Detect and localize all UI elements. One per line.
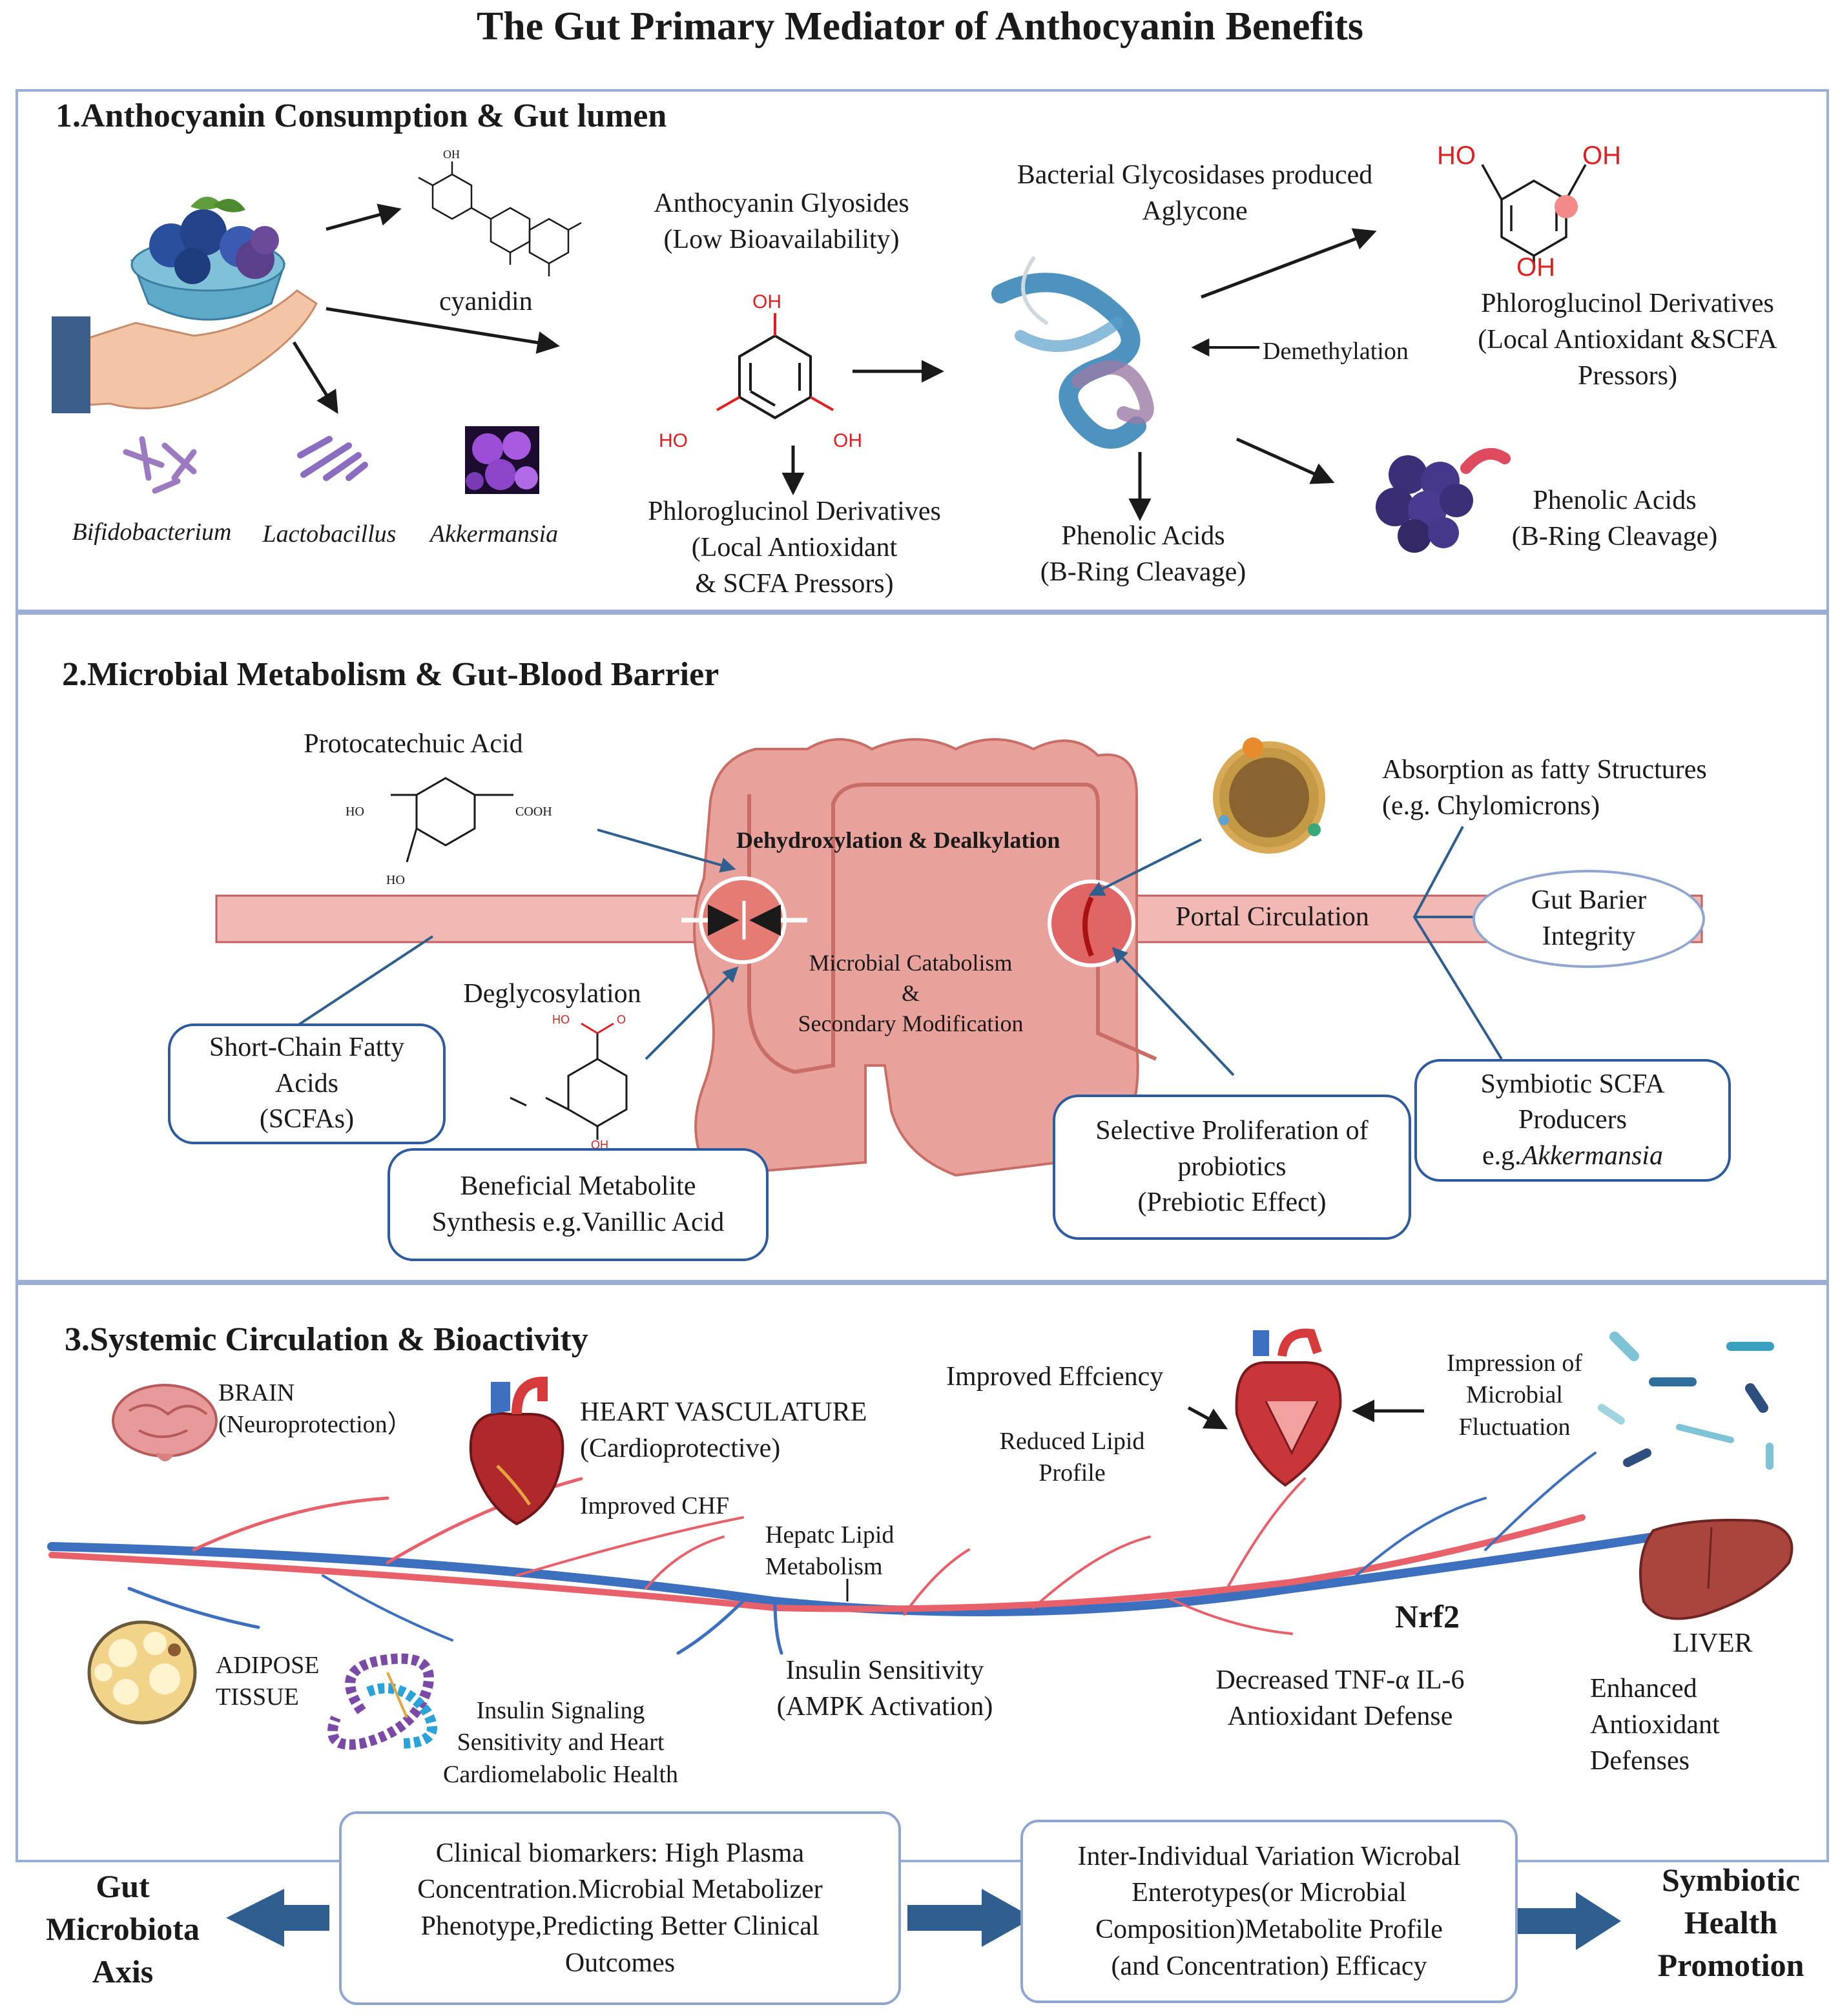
protein-icon: [991, 256, 1154, 449]
chylomicron-icon: [1213, 737, 1325, 854]
liver-label: LIVER: [1673, 1629, 1753, 1658]
vanillic-structure: [510, 1022, 628, 1140]
cyanidin-oh-label: OH: [443, 148, 460, 161]
tnf-label: Decreased TNF-α IL-6 Antioxidant Defense: [1215, 1665, 1465, 1731]
page-title: The Gut Primary Mediator of Anthocyanin …: [476, 5, 1364, 48]
phloro-right-ho: HO: [1437, 141, 1476, 170]
vanillic-ho: HO: [552, 1013, 570, 1026]
colon-icon: [693, 738, 1157, 1177]
panel-metabolism: [16, 612, 1829, 1282]
microbes-icon: [1598, 1332, 1774, 1470]
inter-label: Inter-Individual Variation Wicrobal Ente…: [1077, 1841, 1461, 1981]
heart-icon: [469, 1376, 564, 1526]
symbiotic-akkermansia: Akkermansia: [1521, 1140, 1663, 1171]
phloroglucinol-structure: [716, 313, 834, 420]
lactobacillus-icon: [297, 436, 368, 481]
brain-label: BRAIN (Neuroprotection）: [218, 1379, 412, 1439]
pca-ho2: HO: [386, 873, 405, 887]
symbiotic-label: Symbiotic SCFA Producers e.g.Akkermansia: [1480, 1067, 1664, 1174]
cyanidin-label: cyanidin: [439, 287, 533, 316]
gut-barrier-label: Gut Barier Integrity: [1531, 885, 1647, 951]
symbiotic-box: Symbiotic SCFA Producers e.g.Akkermansia: [1414, 1059, 1731, 1182]
panel1-heading: 1.Anthocyanin Consumption & Gut lumen: [56, 98, 667, 134]
bacterial-label: Bacterial Glycosidases produced Aglycone: [1017, 160, 1373, 226]
blood-vessels: [47, 1452, 1658, 1655]
beneficial-label: Beneficial Metabolite Synthesis e.g.Vani…: [431, 1171, 725, 1237]
adipose-icon: [87, 1620, 197, 1725]
panel2-heading: 2.Microbial Metabolism & Gut-Blood Barri…: [62, 656, 719, 693]
hand-bowl-icon: [52, 196, 318, 413]
heart-detailed-icon: [1235, 1328, 1342, 1487]
protocatechuic-structure: [391, 777, 513, 863]
phenolic-mid-label: Phenolic Acids (B-Ring Cleavage): [1040, 521, 1246, 587]
chf-label: Improved CHF: [580, 1492, 730, 1519]
selective-label: Selective Proliferation of probiotics (P…: [1095, 1116, 1369, 1218]
brain-icon: [112, 1384, 218, 1462]
insulin-sensitivity-label: Insulin Sensitivity (AMPK Activation): [776, 1656, 993, 1722]
bifidobacterium-label: Bifidobacterium: [72, 519, 232, 546]
liver-icon: [1639, 1519, 1793, 1620]
bifidobacterium-icon: [123, 436, 197, 494]
vanillic-o: O: [617, 1013, 626, 1026]
hepatic-label: Hepatc Lipid Metabolism: [765, 1521, 894, 1581]
lactobacillus-label: Lactobacillus: [262, 520, 397, 548]
phloro-right-oh2: OH: [1516, 253, 1555, 282]
heart-label: HEART VASCULATURE (Cardioprotective): [580, 1397, 867, 1463]
grape-icon: [1376, 447, 1511, 553]
akkermansia-icon: [465, 426, 539, 494]
panel-systemic: [16, 1282, 1829, 1862]
cyanidin-structure: [418, 161, 582, 276]
dehydroxylation-label: Dehydroxylation & Dealkylation: [736, 827, 1060, 853]
gut-axis-label: Gut Microbiota Axis: [46, 1868, 200, 1990]
insulin-signal-label: Insulin Signaling Sensitivity and Heart …: [442, 1697, 679, 1788]
pca-cooh: COOH: [515, 805, 552, 819]
scfa-label: Short-Chain Fatty Acids (SCFAs): [209, 1033, 405, 1135]
symbiotic-text: Symbiotic SCFA Producers e.g.: [1480, 1069, 1665, 1171]
phloro-right-label: Phloroglucinol Derivatives (Local Antiox…: [1478, 289, 1777, 391]
scfa-box: Short-Chain Fatty Acids (SCFAs): [168, 1023, 446, 1144]
insulin-chain-icon: [327, 1653, 437, 1750]
enhanced-label: Enhanced Antioxidant Defenses: [1590, 1674, 1720, 1776]
nrf2-label: Nrf2: [1395, 1598, 1460, 1634]
adipose-label: ADIPOSE TISSUE: [216, 1652, 320, 1711]
beneficial-box: Beneficial Metabolite Synthesis e.g.Vani…: [388, 1148, 769, 1261]
clinical-label: Clinical biomarkers: High Plasma Concent…: [417, 1838, 823, 1978]
phloro-ho-left: HO: [659, 430, 688, 451]
deglycosylation-label: Deglycosylation: [463, 979, 641, 1009]
absorption-label: Absorption as fatty Structures (e.g. Chy…: [1382, 755, 1707, 821]
phloro-oh-right: OH: [833, 430, 862, 451]
phloro-mid-label: Phloroglucinol Derivatives (Local Antiox…: [648, 497, 941, 599]
akkermansia-label: Akkermansia: [429, 520, 559, 548]
selective-box: Selective Proliferation of probiotics (P…: [1053, 1095, 1411, 1240]
symbiotic-health-label: Symbiotic Health Promotion: [1657, 1862, 1804, 1983]
panel-consumption: [16, 89, 1829, 612]
efficiency-label: Improved Effciency: [946, 1362, 1164, 1392]
phenolic-right-label: Phenolic Acids (B-Ring Cleavage): [1511, 486, 1718, 551]
pca-ho1: HO: [346, 805, 364, 819]
clinical-box: Clinical biomarkers: High Plasma Concent…: [339, 1811, 901, 2005]
phloro-oh-top: OH: [752, 291, 781, 313]
panel3-heading: 3.Systemic Circulation & Bioactivity: [65, 1321, 588, 1358]
lipid-label: Reduced Lipid Profile: [999, 1428, 1145, 1487]
glycosides-label: Anthocyanin Glyosides (Low Bioavailabili…: [654, 189, 909, 254]
demethylation-label: Demethylation: [1263, 338, 1409, 365]
protocatechuic-label: Protocatechuic Acid: [304, 729, 523, 759]
portal-circulation-label: Portal Circulation: [1175, 902, 1369, 932]
gut-barrier-ellipse: Gut Barier Integrity: [1473, 870, 1705, 968]
impression-label: Impression of Microbial Fluctuation: [1446, 1350, 1583, 1441]
catabolism-label: Microbial Catabolism & Secondary Modific…: [798, 950, 1024, 1036]
phloro-right-oh1: OH: [1582, 141, 1621, 170]
bottom-arrows: [226, 1889, 1621, 1950]
phloroglucinol-right-structure: [1481, 164, 1587, 265]
inter-box: Inter-Individual Variation Wicrobal Ente…: [1020, 1820, 1518, 2003]
